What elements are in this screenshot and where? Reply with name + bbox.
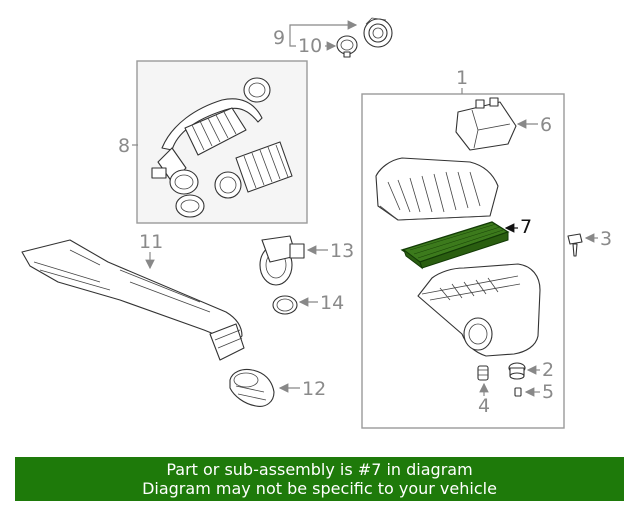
callout-8: 8 xyxy=(118,135,130,157)
callout-3: 3 xyxy=(600,228,612,250)
part-7-air-filter[interactable] xyxy=(400,221,510,270)
part-4-mount[interactable] xyxy=(477,365,489,381)
part-3-clip[interactable] xyxy=(567,233,583,257)
part-12-elbow[interactable] xyxy=(229,368,275,407)
part-11-air-duct[interactable] xyxy=(21,239,245,361)
callout-7: 7 xyxy=(520,216,532,238)
banner-line-2: Diagram may not be specific to your vehi… xyxy=(142,479,497,498)
callout-5: 5 xyxy=(542,381,554,403)
parts-diagram: 1 2 3 4 5 6 7 8 9 10 11 12 13 14 xyxy=(21,17,612,429)
callout-2: 2 xyxy=(542,359,554,381)
air-cleaner-group-box xyxy=(361,93,565,429)
callout-4: 4 xyxy=(478,395,490,417)
info-banner: Part or sub-assembly is #7 in diagram Di… xyxy=(15,457,624,501)
part-1-upper-cover[interactable] xyxy=(375,157,499,221)
banner-line-1: Part or sub-assembly is #7 in diagram xyxy=(166,460,473,479)
part-8-intake-hose[interactable] xyxy=(151,77,293,218)
callout-13: 13 xyxy=(330,240,354,262)
callout-14: 14 xyxy=(320,292,344,314)
callout-9: 9 xyxy=(273,27,285,49)
part-1-lower-case[interactable] xyxy=(417,263,541,357)
part-13-maf-sensor[interactable] xyxy=(259,235,305,286)
callout-1: 1 xyxy=(456,67,468,89)
callout-6: 6 xyxy=(540,114,552,136)
callout-12: 12 xyxy=(302,378,326,400)
leader-10 xyxy=(289,38,296,47)
part-2-grommet[interactable] xyxy=(508,362,526,380)
part-5-fastener[interactable] xyxy=(514,387,522,397)
leader-9 xyxy=(289,20,358,38)
callout-10: 10 xyxy=(298,35,322,57)
part-14-gasket[interactable] xyxy=(272,295,298,315)
part-9-resonator[interactable] xyxy=(363,17,393,48)
callout-11: 11 xyxy=(139,231,163,253)
part-6-bracket[interactable] xyxy=(455,97,517,151)
part-10-clamp[interactable] xyxy=(336,35,358,58)
